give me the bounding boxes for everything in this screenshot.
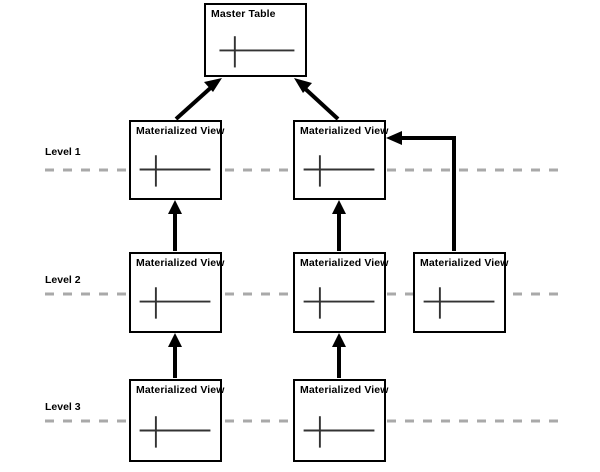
node-mv-level2-left[interactable]: Materialized View — [129, 252, 225, 333]
edge-mv2left-to-mv1left — [168, 200, 182, 251]
edge-mv3middle-to-mv2middle — [332, 333, 346, 378]
node-label: Master Table — [211, 8, 276, 20]
edge-mv1left-to-master — [174, 78, 222, 121]
node-label: Materialized View — [420, 257, 509, 269]
table-glyph-icon — [303, 155, 375, 187]
table-glyph-icon — [303, 287, 375, 319]
node-label: Materialized View — [300, 125, 389, 137]
level-label-3: Level 3 — [45, 401, 81, 413]
edge-mv3left-to-mv2left — [168, 333, 182, 378]
node-mv-level2-middle[interactable]: Materialized View — [293, 252, 389, 333]
node-label: Materialized View — [300, 257, 389, 269]
table-glyph-icon — [303, 416, 375, 448]
node-label: Materialized View — [300, 384, 389, 396]
node-mv-level1-left[interactable]: Materialized View — [129, 120, 225, 200]
edge-mv2right-to-mv1right — [386, 131, 456, 251]
table-glyph-icon — [423, 287, 495, 319]
node-mv-level3-left[interactable]: Materialized View — [129, 379, 225, 462]
node-label: Materialized View — [136, 257, 225, 269]
node-label: Materialized View — [136, 125, 225, 137]
edge-mv1right-to-master — [294, 78, 340, 121]
table-glyph-icon — [139, 155, 211, 187]
node-mv-level1-right[interactable]: Materialized View — [293, 120, 389, 200]
level-label-1: Level 1 — [45, 146, 81, 158]
node-label: Materialized View — [136, 384, 225, 396]
level-label-2: Level 2 — [45, 274, 81, 286]
table-glyph-icon — [139, 287, 211, 319]
node-mv-level3-middle[interactable]: Materialized View — [293, 379, 389, 462]
edge-mv2middle-to-mv1right — [332, 200, 346, 251]
table-glyph-icon — [139, 416, 211, 448]
table-glyph-icon — [219, 36, 295, 68]
node-mv-level2-right[interactable]: Materialized View — [413, 252, 509, 333]
node-master-table[interactable]: Master Table — [204, 3, 307, 77]
